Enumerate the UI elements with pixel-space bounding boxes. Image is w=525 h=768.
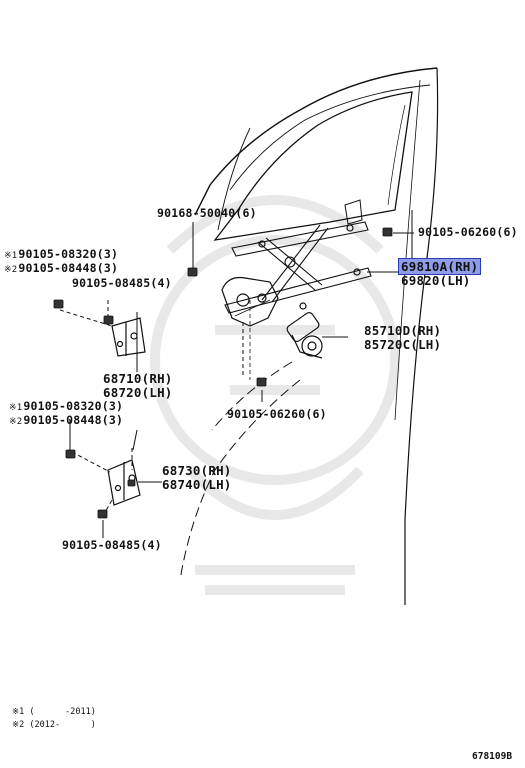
door-window-sash: [229, 84, 431, 191]
label-90105-08448-a-text[interactable]: 90105-08448(3): [18, 261, 119, 275]
label-68740[interactable]: 68740(LH): [162, 477, 232, 492]
label-68730[interactable]: 68730(RH): [162, 463, 232, 478]
label-68720[interactable]: 68720(LH): [103, 385, 173, 400]
label-69810a[interactable]: 69810A(RH): [398, 258, 482, 275]
door-body-edge-2: [211, 361, 293, 431]
window-motor: [286, 302, 323, 359]
bolts: [53, 227, 393, 519]
mark-1: ※1: [4, 251, 18, 261]
footnote-2: ※2 (2012- ): [12, 720, 96, 730]
label-68710[interactable]: 68710(RH): [103, 371, 173, 386]
label-90105-06260-top[interactable]: 90105-06260(6): [418, 225, 518, 239]
mark-2: ※2: [4, 265, 18, 275]
label-90105-08448-b: ※290105-08448(3): [9, 414, 123, 429]
mark-2-b: ※2: [9, 417, 23, 427]
door-glass: [213, 91, 413, 241]
label-85710d[interactable]: 85710D(RH): [364, 323, 442, 338]
label-85720c[interactable]: 85720C(LH): [364, 337, 442, 352]
mark-1-b: ※1: [9, 403, 23, 413]
label-90105-08320-b: ※190105-08320(3): [9, 400, 123, 415]
footnote-1: ※1 ( -2011): [12, 707, 96, 717]
regulator-rail-upper: [231, 221, 369, 257]
regulator-base: [221, 276, 279, 327]
label-90105-08485-b[interactable]: 90105-08485(4): [62, 538, 162, 552]
watermark-emblem: [150, 195, 400, 595]
label-90105-08448-b-text[interactable]: 90105-08448(3): [23, 413, 124, 427]
door-inner-outline: [394, 79, 421, 421]
door-window-frame: [194, 67, 438, 216]
door-front-edge: [217, 127, 251, 231]
door-body-edge: [179, 379, 301, 581]
label-90105-06260-bottom[interactable]: 90105-06260(6): [227, 407, 327, 421]
label-90105-08320-b-text[interactable]: 90105-08320(3): [23, 399, 124, 413]
label-90105-08320-a-text[interactable]: 90105-08320(3): [18, 247, 119, 261]
label-69820[interactable]: 69820(LH): [401, 273, 471, 288]
lower-door-hinge: [107, 459, 141, 506]
label-90168-50040[interactable]: 90168-50040(6): [157, 206, 257, 220]
label-90105-08448-a: ※290105-08448(3): [4, 262, 118, 277]
upper-door-hinge: [111, 317, 146, 357]
diagram-code: 678109B: [472, 751, 513, 762]
label-90105-08320-a: ※190105-08320(3): [4, 248, 118, 263]
regulator-rail-lower: [224, 267, 372, 314]
label-90105-08485-a[interactable]: 90105-08485(4): [72, 276, 172, 290]
regulator-arm-1: [261, 224, 329, 303]
